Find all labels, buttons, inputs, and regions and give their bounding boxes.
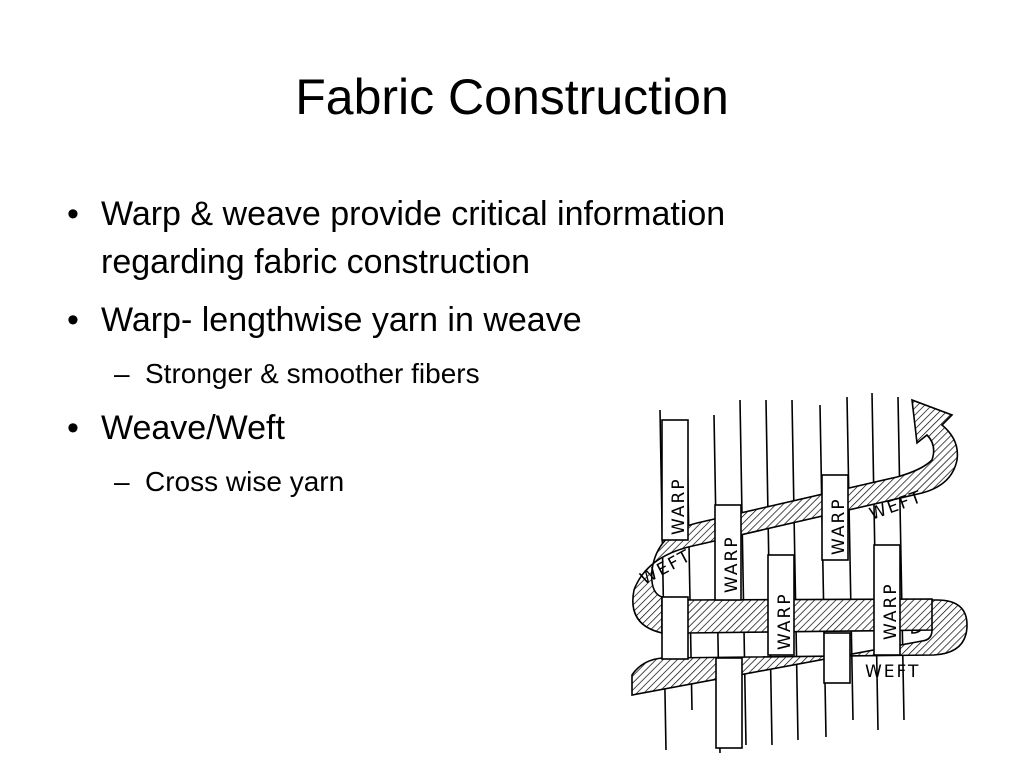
bullet-text-line: regarding fabric construction (101, 243, 531, 281)
warp-label: WARP (829, 497, 849, 555)
sub-bullet-marker: – (114, 358, 130, 389)
slide-body: • Warp & weave provide critical informat… (58, 190, 918, 512)
sub-bullet-marker: – (114, 466, 130, 497)
bullet-marker: • (67, 409, 79, 447)
bullet-item: • Weave/Weft (58, 404, 918, 452)
bullet-text-line: Warp & weave provide critical informatio… (101, 195, 726, 233)
sub-bullet-text: Cross wise yarn (145, 466, 345, 497)
warp-lines (659, 392, 905, 754)
bullet-item: • Warp & weave provide critical informat… (58, 190, 918, 286)
warp-label: WARP (881, 582, 901, 640)
bullet-text: Weave/Weft (101, 409, 285, 447)
bullet-marker: • (67, 195, 79, 233)
warp-label: WARP (722, 535, 742, 593)
warp-label: WARP (669, 477, 689, 535)
sub-bullet-text: Stronger & smoother fibers (145, 358, 480, 389)
bullet-marker: • (67, 301, 79, 339)
warp-label: WARP (775, 592, 795, 650)
slide-title: Fabric Construction (295, 69, 729, 125)
sub-bullet-item: – Stronger & smoother fibers (58, 354, 918, 394)
bullet-item: • Warp- lengthwise yarn in weave (58, 296, 918, 344)
bullet-text: Warp- lengthwise yarn in weave (101, 301, 582, 339)
weave-diagram: WARP WARP WARP WARP WARP WEFT WEFT WEFT (622, 375, 1012, 765)
weft-label: WEFT (865, 662, 920, 682)
sub-bullet-item: – Cross wise yarn (58, 462, 918, 502)
